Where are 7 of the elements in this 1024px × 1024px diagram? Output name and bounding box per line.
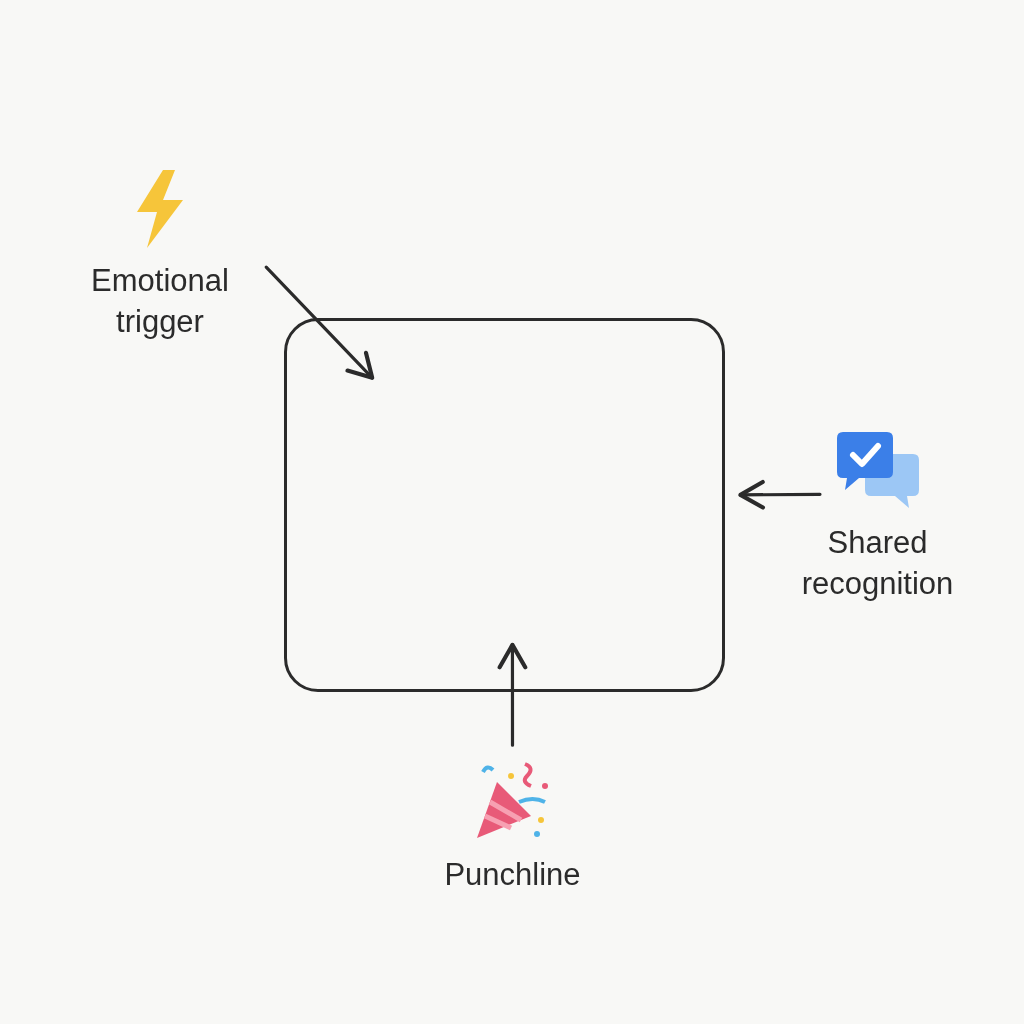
node-label: Shared recognition bbox=[800, 524, 955, 603]
node-label: Punchline bbox=[444, 856, 581, 894]
arrow bbox=[264, 265, 375, 380]
arrow bbox=[497, 642, 528, 747]
arrow bbox=[738, 479, 822, 510]
node-label: Emotional trigger bbox=[90, 262, 230, 341]
rounded-rectangle bbox=[284, 318, 725, 692]
